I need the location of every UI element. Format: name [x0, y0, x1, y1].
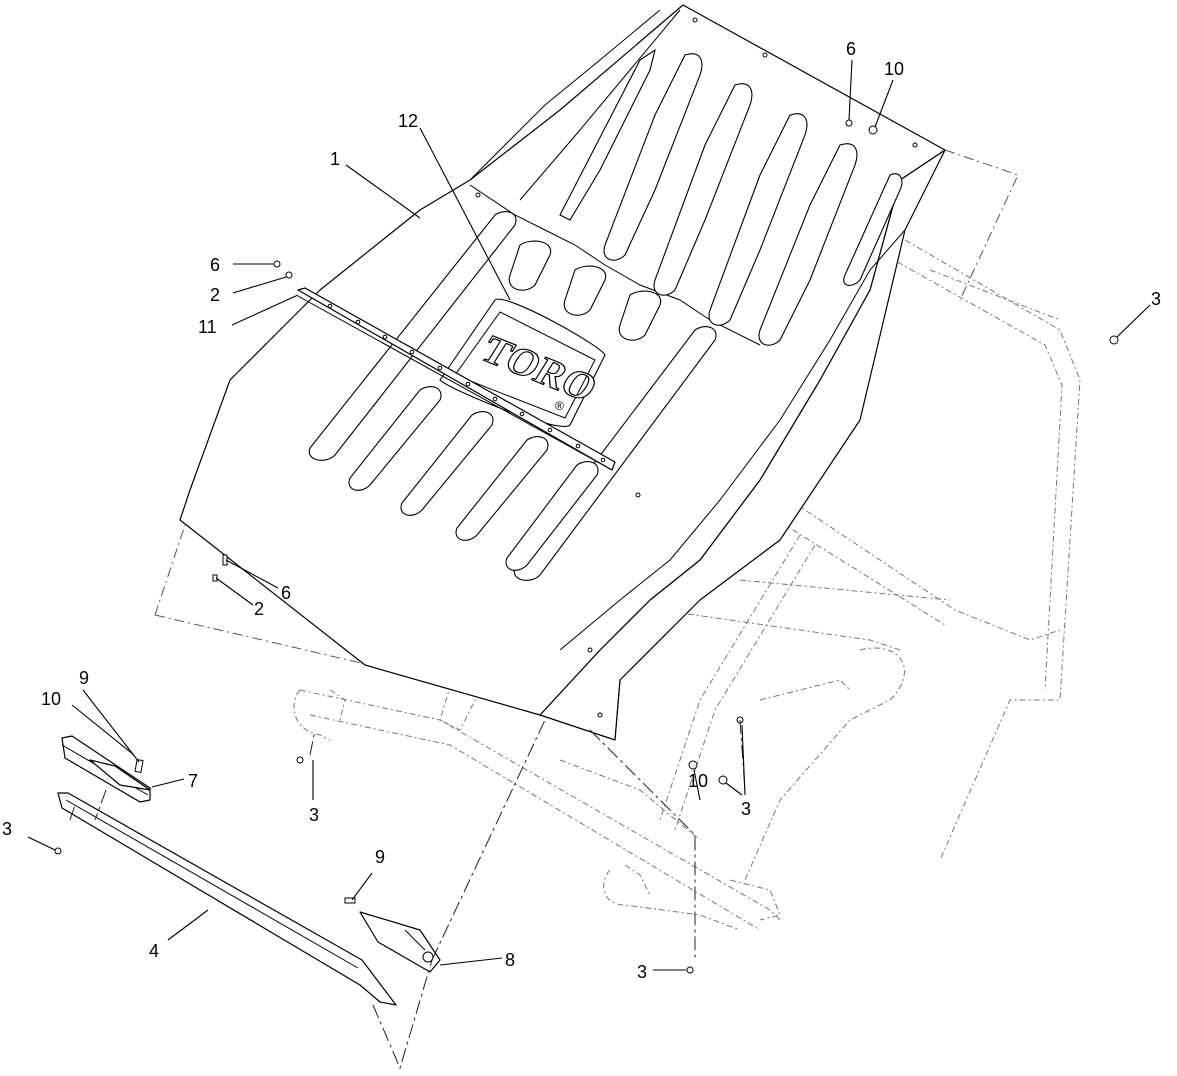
leader-lines: [27, 59, 1151, 971]
callout-8: 8: [505, 950, 515, 970]
callout-4: 4: [149, 941, 159, 961]
screw-6-right: [845, 119, 853, 127]
nut-3-b: [718, 775, 728, 785]
nut-3-center: [296, 756, 304, 764]
bracket-left: [61, 735, 151, 803]
callouts: 1 12 6 10 6 2 11 3 6 2 9 10 7 3 3 10 3 9…: [2, 39, 1161, 982]
ghost-frame: [154, 149, 1081, 931]
callout-10: 10: [41, 689, 61, 709]
nut-3-bottom: [686, 966, 694, 974]
screw-9-upper: [134, 758, 144, 774]
hood-mounting-holes: [475, 17, 918, 718]
callout-1: 1: [330, 149, 340, 169]
screw-9-lower: [344, 897, 356, 904]
callout-9: 9: [375, 847, 385, 867]
callout-3: 3: [637, 962, 647, 982]
callout-6: 6: [210, 255, 220, 275]
callout-3: 3: [1151, 289, 1161, 309]
strip-holes: [327, 303, 606, 463]
callout-10: 10: [688, 771, 708, 791]
nut-3-right: [1109, 335, 1119, 345]
hood-panel: TORO ®: [179, 4, 946, 741]
nut-3-left: [54, 847, 62, 855]
callout-10: 10: [884, 59, 904, 79]
assembly-lines: [69, 719, 746, 1070]
callout-12: 12: [398, 111, 418, 131]
callout-2: 2: [254, 599, 264, 619]
callout-3: 3: [2, 819, 12, 839]
washer-2-lower: [212, 574, 218, 582]
washer-2-left: [285, 271, 293, 279]
callout-6: 6: [281, 583, 291, 603]
callout-3: 3: [309, 805, 319, 825]
washer-10-right: [868, 125, 878, 135]
callout-7: 7: [188, 771, 198, 791]
callout-2: 2: [210, 285, 220, 305]
callout-9: 9: [79, 668, 89, 688]
washer-10-lower: [688, 760, 698, 770]
screw-6-left: [273, 260, 281, 268]
callout-6: 6: [846, 39, 856, 59]
callout-3: 3: [741, 799, 751, 819]
rear-rail: [57, 792, 397, 1006]
callout-11: 11: [198, 317, 217, 337]
registered-mark: ®: [555, 399, 564, 413]
hood-strip: [297, 287, 616, 471]
bracket-right: [359, 911, 441, 973]
